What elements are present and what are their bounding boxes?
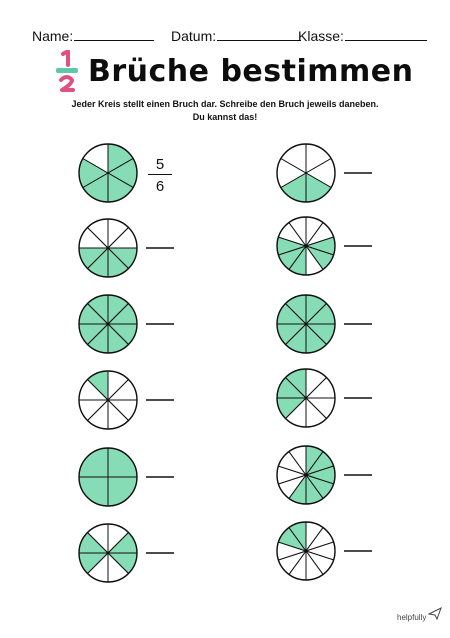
name-label: Name: bbox=[32, 28, 74, 44]
fraction-circle bbox=[276, 368, 336, 428]
circle-outline bbox=[276, 143, 336, 203]
name-line[interactable] bbox=[74, 26, 155, 41]
circle-outline bbox=[78, 218, 138, 278]
circle-outline bbox=[276, 216, 336, 276]
fraction-circle bbox=[78, 447, 138, 507]
circle-outline bbox=[78, 370, 138, 430]
example-denominator: 6 bbox=[155, 178, 165, 195]
circle-outline bbox=[78, 294, 138, 354]
circle-outline bbox=[276, 521, 336, 581]
circle-outline bbox=[276, 368, 336, 428]
circle-outline bbox=[78, 447, 138, 507]
circle-outline bbox=[78, 523, 138, 583]
paper-plane-icon bbox=[428, 606, 442, 620]
encouragement-text: Du kannst das! bbox=[192, 112, 258, 122]
fraction-circle bbox=[276, 143, 336, 203]
fraction-circle bbox=[276, 445, 336, 505]
footer-brand: helpfully bbox=[397, 613, 427, 622]
class-line[interactable] bbox=[344, 26, 427, 41]
title-row: Brüche bestimmen bbox=[0, 50, 450, 96]
class-label: Klasse: bbox=[298, 28, 344, 44]
fraction-circle bbox=[78, 523, 138, 583]
fraction-circle bbox=[78, 218, 138, 278]
date-label: Datum: bbox=[171, 28, 217, 44]
instruction-text: Jeder Kreis stellt einen Bruch dar. Schr… bbox=[71, 99, 379, 109]
class-field[interactable]: Klasse: bbox=[298, 26, 427, 44]
example-fraction-bar bbox=[148, 174, 172, 175]
fraction-logo-icon bbox=[56, 50, 78, 92]
date-line[interactable] bbox=[217, 26, 302, 41]
example-numerator: 5 bbox=[155, 156, 165, 173]
fraction-circle bbox=[276, 521, 336, 581]
page-title: Brüche bestimmen bbox=[88, 54, 414, 89]
circle-outline bbox=[276, 294, 336, 354]
circle-outline bbox=[78, 143, 138, 203]
circle-outline bbox=[276, 445, 336, 505]
date-field[interactable]: Datum: bbox=[171, 26, 302, 44]
fraction-circle bbox=[78, 370, 138, 430]
fraction-circle bbox=[276, 216, 336, 276]
fraction-circle bbox=[78, 294, 138, 354]
fraction-circle bbox=[276, 294, 336, 354]
fraction-circle bbox=[78, 143, 138, 203]
name-field[interactable]: Name: bbox=[32, 26, 155, 44]
